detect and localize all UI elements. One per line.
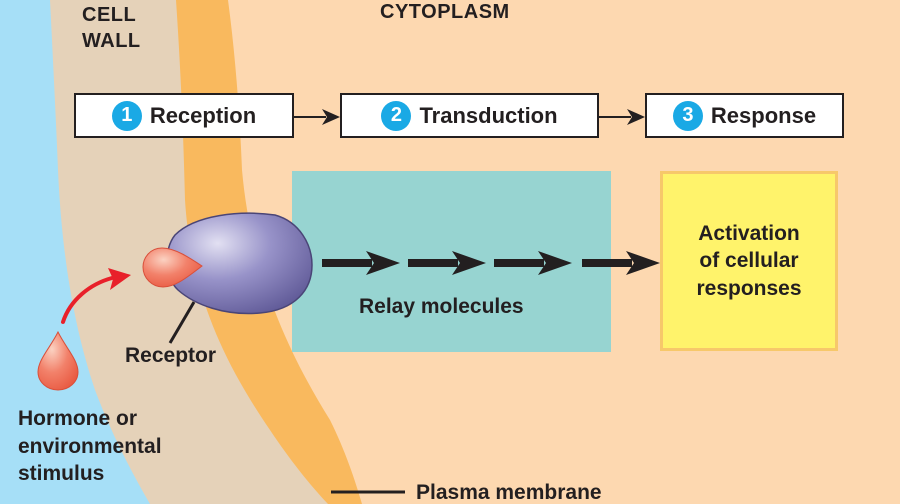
stage-label: Reception xyxy=(149,102,257,128)
cell-wall-label-line: CELL xyxy=(82,4,137,26)
cell-wall-label: CELL WALL xyxy=(82,2,141,54)
cellular-response-box: Activation of cellular responses xyxy=(660,171,838,351)
stimulus-label-line: stimulus xyxy=(18,462,105,486)
cell-wall-label-line: WALL xyxy=(82,30,141,52)
cellular-response-label: Activation of cellular responses xyxy=(696,220,801,302)
cytoplasm-label: CYTOPLASM xyxy=(380,1,510,23)
plasma-membrane-label: Plasma membrane xyxy=(416,481,602,504)
stage-label: Transduction xyxy=(419,102,558,128)
relay-molecules-box xyxy=(292,171,611,352)
relay-molecules-label: Relay molecules xyxy=(359,295,524,318)
stage-number-badge: 2 xyxy=(381,100,412,131)
stage-label: Response xyxy=(710,102,817,128)
stage-reception: 1 Reception xyxy=(74,93,294,138)
stimulus-label-line: Hormone or xyxy=(18,407,138,430)
stage-response: 3 Response xyxy=(645,93,844,138)
stage-number-badge: 1 xyxy=(111,100,142,131)
stimulus-label: Hormone or environmental stimulus xyxy=(18,405,162,488)
response-label-line: Activation xyxy=(698,222,800,246)
receptor-label: Receptor xyxy=(125,344,217,367)
response-label-line: of cellular xyxy=(699,249,799,273)
stage-transduction: 2 Transduction xyxy=(340,93,599,138)
response-label-line: responses xyxy=(696,276,802,300)
stage-number-badge: 3 xyxy=(672,100,703,131)
stimulus-label-line: environmental xyxy=(18,434,162,458)
